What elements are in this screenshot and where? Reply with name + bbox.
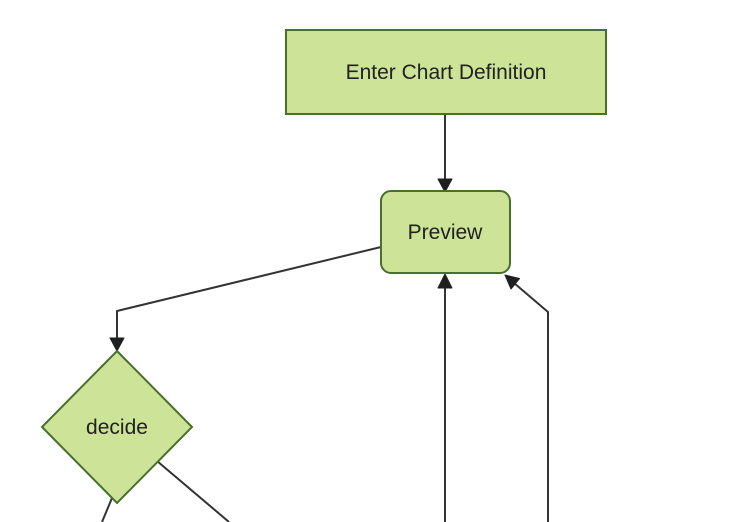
rounded-rectangle-shape	[380, 190, 511, 274]
arrowhead-up-icon	[437, 273, 453, 289]
edge-line	[156, 460, 230, 522]
arrowhead-down-icon	[437, 178, 453, 193]
edge-line	[513, 282, 549, 522]
node-label: Preview	[408, 221, 484, 244]
node-label: decide	[86, 416, 148, 439]
node-label: Enter Chart Definition	[346, 61, 547, 84]
edge-offscreen-to-preview-vertical	[437, 273, 453, 522]
edge-preview-to-decide	[109, 246, 382, 352]
edge-enter-chart-definition-to-preview	[437, 115, 453, 193]
edge-decide-to-offscreen-left	[101, 497, 113, 522]
node-enter-chart-definition: Enter Chart Definition	[285, 29, 607, 115]
arrowhead-down-icon	[109, 337, 125, 352]
node-preview: Preview	[380, 190, 511, 274]
edge-line	[116, 246, 382, 339]
edge-offscreen-to-preview-diagonal	[504, 274, 549, 522]
edge-line	[101, 497, 113, 522]
rectangle-shape	[285, 29, 607, 115]
arrowhead-up-left-icon	[504, 274, 520, 290]
edge-decide-to-offscreen-right	[156, 460, 230, 522]
diamond-shape	[40, 349, 194, 505]
node-decide: decide	[40, 349, 194, 505]
